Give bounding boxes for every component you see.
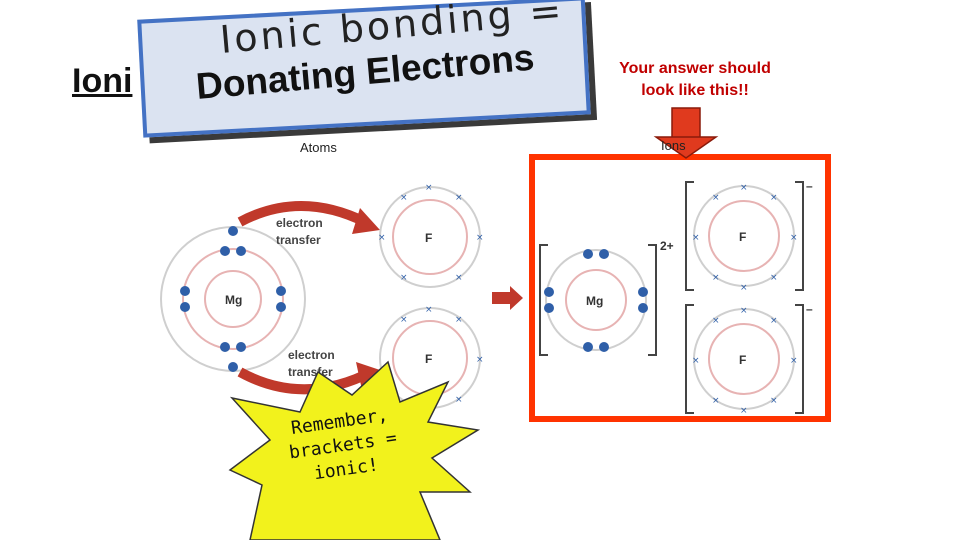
transfer-arrowhead-top [352, 208, 380, 234]
reaction-arrow [492, 286, 523, 310]
answer-note: Your answer should look like this!! [600, 58, 790, 102]
svg-text:×: × [476, 355, 484, 365]
f-ion-top-charge: – [806, 179, 813, 193]
answer-note-line-2: look like this!! [641, 82, 749, 99]
svg-text:×: × [770, 193, 778, 203]
svg-text:×: × [400, 273, 408, 283]
f-symbol-bottom: F [425, 352, 432, 366]
f-ion-top-symbol: F [739, 230, 746, 244]
transfer-top-line-1: electron [276, 216, 323, 230]
slide-heading-partial: Ioni [72, 62, 133, 100]
transfer-arrow-bottom [237, 367, 368, 395]
atoms-label: Atoms [300, 140, 337, 155]
transfer-bottom-line-1: electron [288, 348, 335, 362]
f-ion-bottom-charge: – [806, 302, 813, 316]
svg-text:×: × [740, 283, 748, 293]
transfer-top-line-2: transfer [276, 233, 321, 247]
down-arrow [653, 107, 719, 159]
f-atom-top: F × × × × × × × [378, 183, 484, 288]
svg-text:×: × [712, 396, 720, 406]
svg-text:×: × [400, 193, 408, 203]
transfer-arrowhead-bottom [356, 362, 380, 390]
ions-label: Ions [661, 138, 686, 153]
svg-text:×: × [425, 183, 433, 193]
svg-text:×: × [455, 395, 463, 405]
svg-text:×: × [692, 356, 700, 366]
f-symbol-top: F [425, 231, 432, 245]
transfer-arrow-top [237, 201, 368, 227]
mg-ion: Mg 2+ [539, 239, 674, 356]
svg-text:×: × [740, 306, 748, 316]
svg-text:×: × [770, 316, 778, 326]
svg-text:×: × [425, 305, 433, 315]
svg-text:×: × [740, 406, 748, 416]
svg-text:×: × [455, 273, 463, 283]
svg-text:×: × [790, 233, 798, 243]
mg-symbol: Mg [225, 293, 242, 307]
mg-atom: Mg [160, 226, 306, 372]
svg-text:×: × [455, 193, 463, 203]
svg-text:×: × [692, 233, 700, 243]
svg-text:×: × [770, 273, 778, 283]
mg-electrons [180, 226, 286, 372]
mg-ion-symbol: Mg [586, 294, 603, 308]
svg-text:×: × [378, 233, 386, 243]
svg-text:×: × [740, 183, 748, 193]
svg-text:×: × [712, 316, 720, 326]
svg-text:×: × [455, 315, 463, 325]
svg-text:×: × [400, 315, 408, 325]
f-ion-bottom: F – × × × × × × × × [685, 302, 813, 416]
svg-text:×: × [476, 233, 484, 243]
answer-box [529, 154, 831, 422]
answer-note-line-1: Your answer should [619, 60, 771, 77]
f-ion-bottom-symbol: F [739, 353, 746, 367]
svg-text:×: × [770, 396, 778, 406]
svg-text:×: × [790, 356, 798, 366]
svg-text:×: × [712, 193, 720, 203]
callout-burst [228, 360, 481, 540]
mg-ion-charge: 2+ [660, 239, 674, 253]
svg-text:×: × [712, 273, 720, 283]
f-ion-top: F – × × × × × × × × [685, 179, 813, 293]
